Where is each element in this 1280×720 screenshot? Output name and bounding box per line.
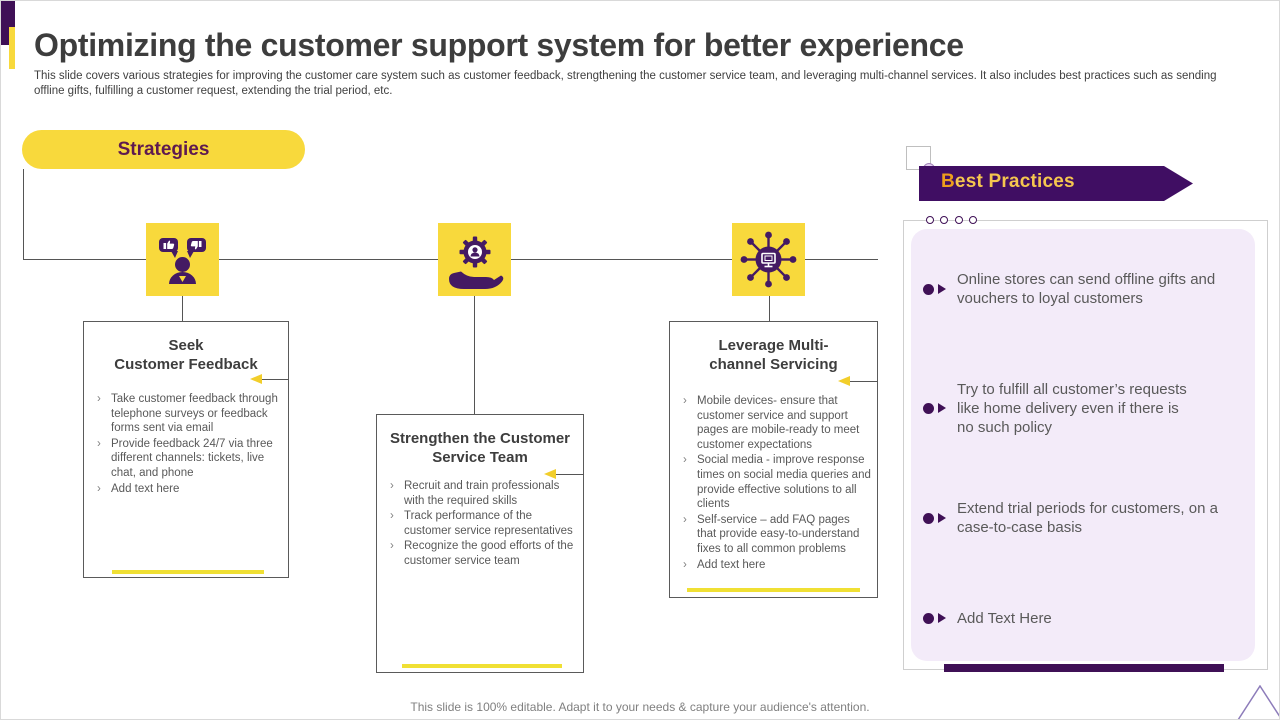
circle-arrow-bullet-icon (923, 512, 957, 524)
connector-pill-stub (23, 169, 24, 259)
yellow-underline (687, 588, 860, 592)
yellow-underline (112, 570, 264, 574)
chevron-bullet-icon: › (97, 482, 101, 495)
bullet-item: ›Mobile devices- ensure that customer se… (678, 394, 871, 452)
decorative-dot (969, 216, 977, 224)
best-practice-item: Online stores can send offline gifts and… (923, 256, 1249, 322)
bullet-item: ›Take customer feedback through telephon… (92, 392, 282, 436)
circle-arrow-bullet-icon (923, 283, 957, 295)
strategy-box-title: Strengthen the Customer Service Team (389, 430, 570, 467)
strategy-box-strengthen-service-team: Strengthen the Customer Service Team ›Re… (376, 414, 584, 673)
strategy-box-bullets: ›Take customer feedback through telephon… (92, 392, 282, 497)
strategy-box-bullets: ›Recruit and train professionals with th… (385, 479, 577, 570)
bullet-item: ›Track performance of the customer servi… (385, 509, 577, 538)
strategy-box-bullets: ›Mobile devices- ensure that customer se… (678, 394, 871, 573)
multichannel-icon-tile (732, 223, 805, 296)
chevron-bullet-icon: › (683, 513, 687, 526)
feedback-icon-tile (146, 223, 219, 296)
multichannel-icon (732, 223, 805, 296)
bullet-item: ›Provide feedback 24/7 via three differe… (92, 437, 282, 481)
customer-feedback-icon (146, 223, 219, 296)
strategy-box-title: Leverage Multi- channel Servicing (709, 337, 838, 374)
chevron-bullet-icon: › (683, 395, 687, 407)
page-title: Optimizing the customer support system f… (34, 27, 964, 63)
slide-footer-note: This slide is 100% editable. Adapt it to… (410, 700, 870, 714)
bullet-item: ›Social media - improve response times o… (678, 453, 871, 511)
chevron-bullet-icon: › (683, 558, 687, 571)
yellow-arrow-icon (250, 373, 262, 384)
decorative-dot (955, 216, 963, 224)
connector-icon1-stub (182, 296, 183, 321)
best-practices-title: Best Practices (941, 171, 1075, 192)
bullet-item: ›Self-service – add FAQ pages that provi… (678, 513, 871, 557)
decorative-dot (940, 216, 948, 224)
yellow-arrow-icon (838, 375, 850, 386)
circle-arrow-bullet-icon (923, 612, 957, 624)
connector-icon2-stub (474, 296, 475, 414)
chevron-bullet-icon: › (390, 480, 394, 492)
chevron-bullet-icon: › (683, 454, 687, 467)
yellow-underline (402, 664, 562, 668)
best-practice-item: Try to fulfill all customer’s requests l… (923, 369, 1197, 447)
bullet-item: ›Add text here (678, 558, 871, 573)
strategies-label: Strategies (117, 138, 210, 160)
service-team-icon (438, 223, 511, 296)
best-practice-item: Add Text Here (923, 596, 1249, 640)
decorative-dot (926, 216, 934, 224)
elbow-connector-box1 (261, 379, 289, 380)
bullet-item: ›Recognize the good efforts of the custo… (385, 539, 577, 568)
chevron-bullet-icon: › (390, 540, 394, 553)
chevron-bullet-icon: › (390, 510, 394, 523)
best-practices-panel: Online stores can send offline gifts and… (911, 229, 1255, 661)
purple-accent-bar (944, 664, 1224, 672)
strategy-box-seek-customer-feedback: Seek Customer Feedback ›Take customer fe… (83, 321, 289, 578)
corner-accent-yellow (9, 27, 15, 69)
elbow-connector-box2 (555, 474, 584, 475)
best-practices-banner (919, 166, 1193, 201)
connector-icon3-stub (769, 296, 770, 321)
triangle-corner-icon (1237, 685, 1279, 719)
chevron-bullet-icon: › (97, 393, 101, 405)
circle-arrow-bullet-icon (923, 402, 957, 414)
bullet-item: ›Add text here (92, 482, 282, 497)
chevron-bullet-icon: › (97, 437, 101, 450)
strategies-pill: Strategies (22, 130, 305, 169)
elbow-connector-box3 (849, 381, 878, 382)
page-subtitle: This slide covers various strategies for… (34, 70, 1217, 97)
strategy-box-title: Seek Customer Feedback (114, 337, 258, 374)
bullet-item: ›Recruit and train professionals with th… (385, 479, 577, 508)
yellow-arrow-icon (544, 468, 556, 479)
strategy-box-leverage-multichannel: Leverage Multi- channel Servicing ›Mobil… (669, 321, 878, 598)
best-practice-item: Extend trial periods for customers, on a… (923, 485, 1249, 551)
service-team-icon-tile (438, 223, 511, 296)
